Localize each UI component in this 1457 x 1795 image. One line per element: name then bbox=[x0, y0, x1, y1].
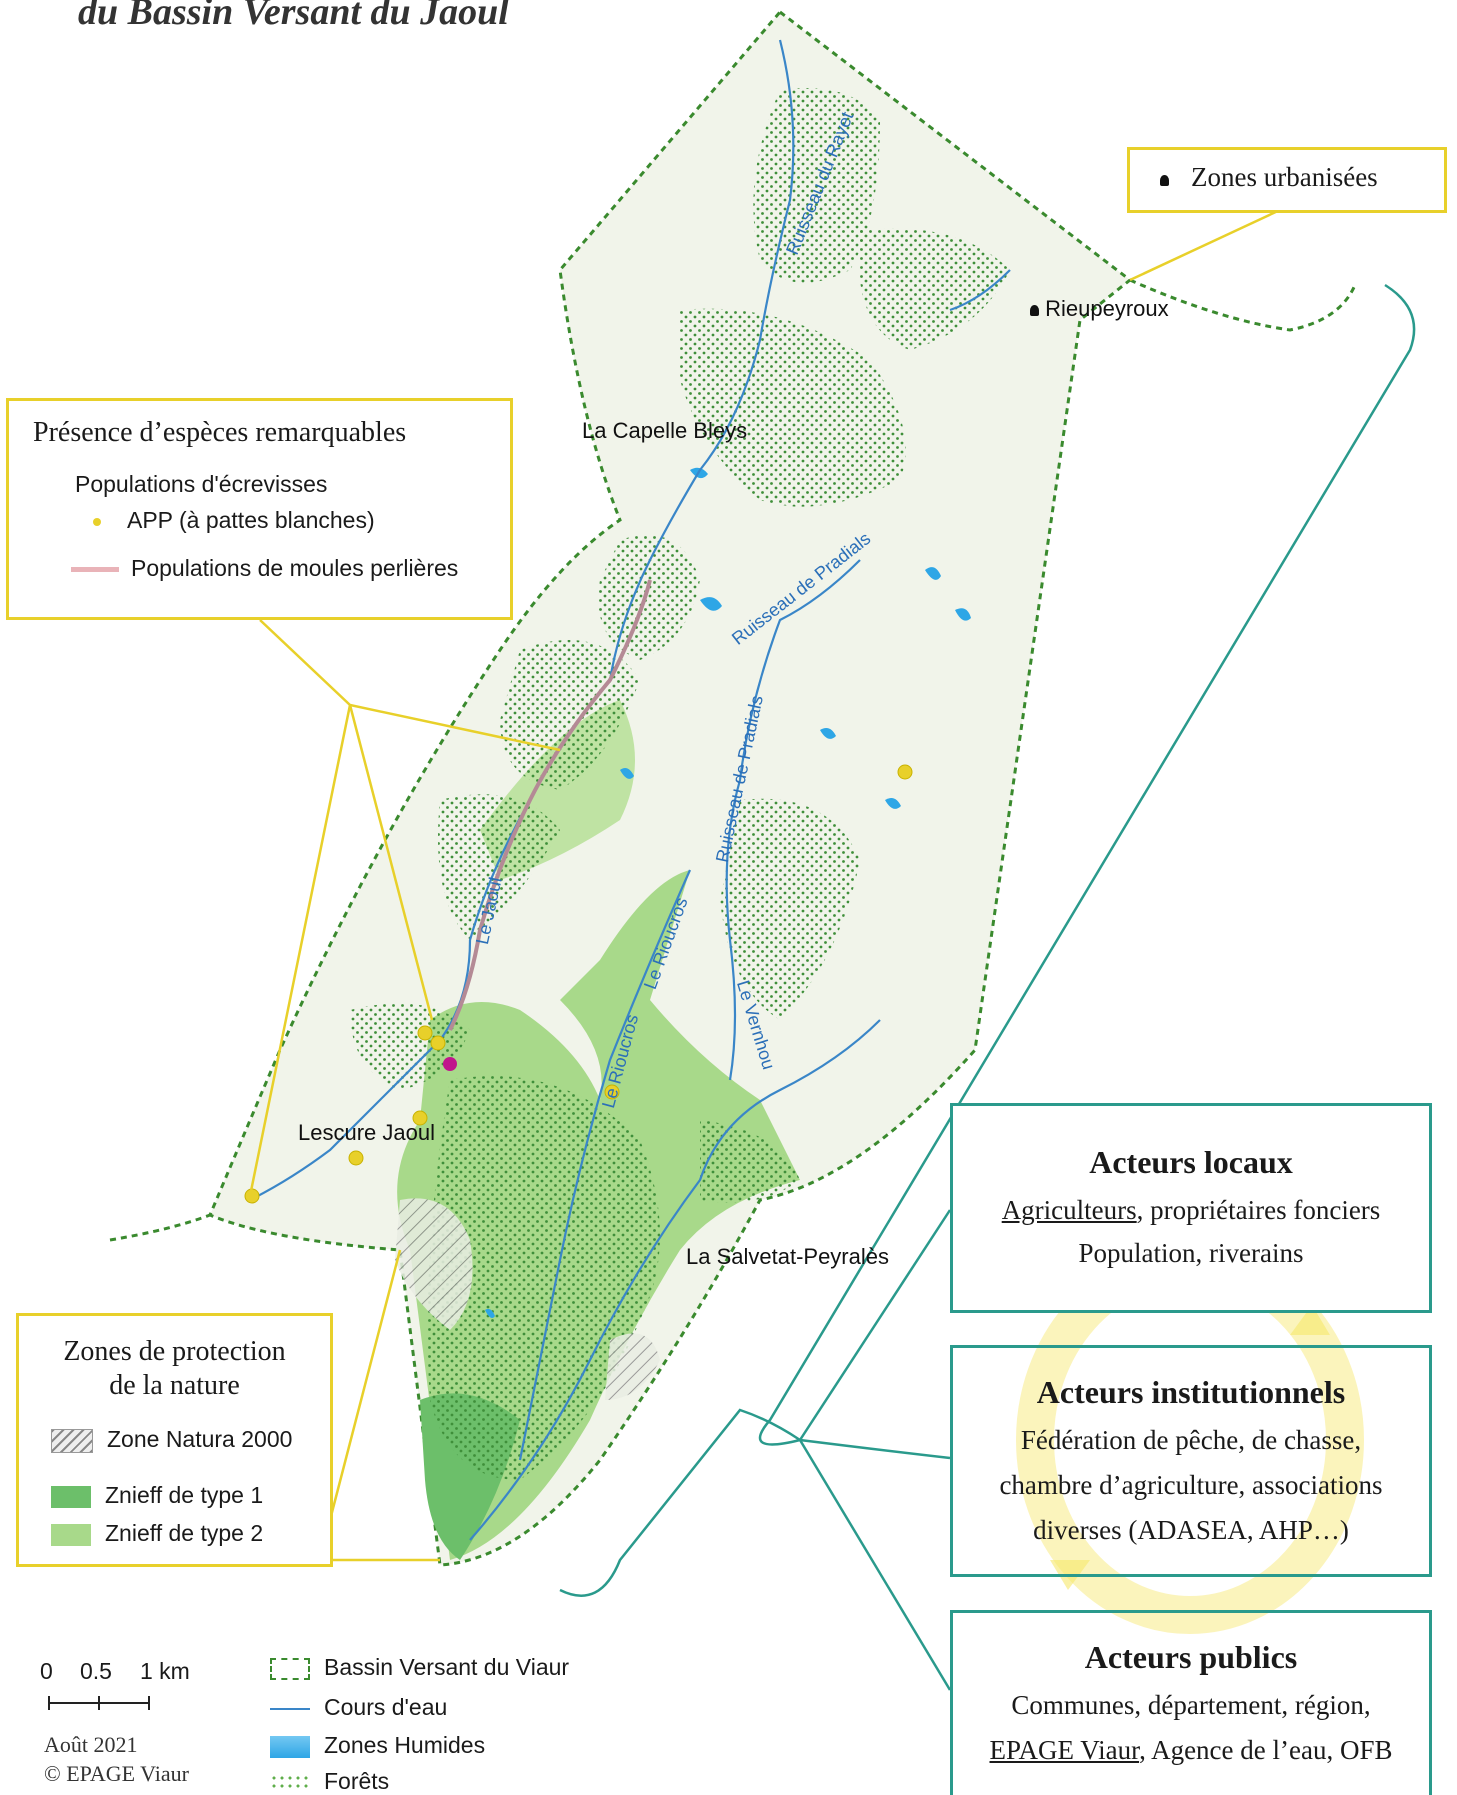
natura-label: Zone Natura 2000 bbox=[107, 1426, 293, 1452]
natura-row: Zone Natura 2000 bbox=[51, 1426, 292, 1453]
teal-brace bbox=[559, 283, 1416, 1691]
town-name: La Salvetat-Peyralès bbox=[686, 1244, 889, 1269]
znieff1-row: Znieff de type 1 bbox=[51, 1482, 263, 1509]
urban-label: Zones urbanisées bbox=[1191, 162, 1378, 192]
legend-bassin-row: Bassin Versant du Viaur bbox=[270, 1654, 569, 1681]
urban-legend-box: Zones urbanisées bbox=[1127, 147, 1447, 213]
yellow-leaders bbox=[248, 208, 1281, 1562]
town-lescure: Lescure Jaoul bbox=[298, 1120, 435, 1146]
actors-local-line1: Agriculteurs, propriétaires fonciers bbox=[953, 1195, 1429, 1226]
crayfish-point bbox=[412, 1110, 428, 1126]
legend-forets-label: Forêts bbox=[324, 1768, 390, 1794]
town-salvetat: La Salvetat-Peyralès bbox=[686, 1244, 889, 1270]
actors-local-box: Acteurs locaux Agriculteurs, propriétair… bbox=[950, 1103, 1432, 1313]
scale-label-1km: 1 km bbox=[140, 1658, 190, 1684]
legend-humides-row: Zones Humides bbox=[270, 1732, 485, 1759]
legend-humides-label: Zones Humides bbox=[324, 1732, 486, 1758]
protection-title-2: de la nature bbox=[109, 1370, 240, 1401]
credit-date: Août 2021 bbox=[44, 1732, 138, 1757]
scale-tick bbox=[98, 1696, 100, 1710]
town-name: La Capelle Bleys bbox=[582, 418, 748, 443]
legend-cours-label: Cours d'eau bbox=[324, 1694, 448, 1720]
actors-public-box: Acteurs publics Communes, département, r… bbox=[950, 1610, 1432, 1795]
actors-local-line2: Population, riverains bbox=[1078, 1238, 1304, 1268]
actors-institutional-line2: chambre d’agriculture, associations bbox=[999, 1470, 1383, 1500]
map-title: du Bassin Versant du Jaoul bbox=[78, 0, 509, 33]
le-vernhou bbox=[469, 1019, 881, 1541]
legend-bassin-label: Bassin Versant du Viaur bbox=[324, 1654, 570, 1680]
znieff2-label: Znieff de type 2 bbox=[105, 1520, 264, 1546]
scale-label-0: 0 bbox=[40, 1658, 53, 1684]
actors-public-line1: Communes, département, région, bbox=[1011, 1690, 1371, 1720]
znieff2-row: Znieff de type 2 bbox=[51, 1520, 263, 1547]
species-title: Présence d’espèces remarquables bbox=[33, 417, 407, 448]
znieff1-swatch-icon bbox=[51, 1485, 91, 1508]
app-row: APP (à pattes blanches) bbox=[93, 507, 375, 534]
legend-forets-row: Forêts bbox=[270, 1768, 389, 1795]
app-label: APP (à pattes blanches) bbox=[127, 507, 375, 533]
mussel-line-icon bbox=[71, 567, 119, 573]
cours-swatch-icon bbox=[270, 1707, 310, 1710]
jaoul-basin bbox=[208, 9, 1133, 1567]
bassin-swatch-icon bbox=[270, 1657, 310, 1680]
mussel-label: Populations de moules perlières bbox=[131, 555, 459, 581]
mussel-population-line bbox=[448, 579, 652, 1031]
actors-institutional-box: Acteurs institutionnels Fédération de pê… bbox=[950, 1345, 1432, 1577]
wetlands bbox=[485, 467, 971, 1318]
scale-tick bbox=[148, 1696, 150, 1710]
actors-institutional-line3: diverses (ADASEA, AHP…) bbox=[1033, 1515, 1349, 1545]
crayfish-point bbox=[430, 1035, 446, 1051]
actors-institutional-title: Acteurs institutionnels bbox=[1036, 1374, 1346, 1410]
actors-public-line2-rest: , Agence de l’eau, OFB bbox=[1139, 1735, 1393, 1765]
forets-swatch-icon bbox=[270, 1773, 310, 1792]
credit-copyright: © EPAGE Viaur bbox=[44, 1761, 189, 1786]
town-icon bbox=[1160, 175, 1169, 186]
actors-local-line1-rest: , propriétaires fonciers bbox=[1136, 1195, 1381, 1225]
crayfish-point bbox=[604, 1084, 620, 1100]
tributary-east bbox=[949, 269, 1011, 312]
town-capelle: La Capelle Bleys bbox=[582, 418, 747, 444]
town-icon bbox=[1030, 305, 1039, 316]
natura-swatch-icon bbox=[51, 1428, 93, 1453]
crayfish-point bbox=[417, 1025, 433, 1041]
ruisseau-de-pradials bbox=[725, 559, 861, 1081]
mussel-row: Populations de moules perlières bbox=[71, 555, 458, 582]
protection-title-1: Zones de protection bbox=[63, 1336, 286, 1367]
scale-label-05: 0.5 bbox=[80, 1658, 112, 1684]
crayfish-dot-icon bbox=[93, 517, 101, 526]
natura2000-zone bbox=[395, 1198, 473, 1330]
znieff1-label: Znieff de type 1 bbox=[105, 1482, 264, 1508]
viaur-basin-boundary-right bbox=[1129, 278, 1357, 332]
town-rieupeyroux: Rieupeyroux bbox=[1030, 296, 1169, 322]
actors-local-title: Acteurs locaux bbox=[1089, 1144, 1293, 1180]
town-name: Rieupeyroux bbox=[1045, 296, 1169, 321]
protection-legend-box: Zones de protection de la nature Zone Na… bbox=[16, 1313, 333, 1567]
znieff2-swatch-icon bbox=[51, 1523, 91, 1546]
crayfish-point bbox=[897, 764, 913, 780]
crayfish-points bbox=[244, 764, 913, 1204]
ruisseau-du-rayet bbox=[649, 39, 795, 561]
town-name: Lescure Jaoul bbox=[298, 1120, 435, 1145]
scale-tick bbox=[48, 1696, 50, 1710]
actors-public-line2: EPAGE Viaur, Agence de l’eau, OFB bbox=[953, 1735, 1429, 1766]
epage-link: EPAGE Viaur bbox=[989, 1735, 1140, 1765]
viaur-basin-boundary-left bbox=[109, 1213, 211, 1242]
crayfish-subtitle: Populations d'écrevisses bbox=[75, 471, 328, 497]
actors-public-title: Acteurs publics bbox=[1084, 1639, 1298, 1675]
urban-legend-row: Zones urbanisées bbox=[1160, 162, 1378, 193]
natura2000-zone-2 bbox=[605, 1333, 660, 1400]
special-site-point bbox=[443, 1057, 457, 1071]
species-legend-box: Présence d’espèces remarquables Populati… bbox=[6, 398, 513, 620]
actors-institutional-line1: Fédération de pêche, de chasse, bbox=[1020, 1425, 1362, 1455]
humides-swatch-icon bbox=[270, 1735, 310, 1758]
legend-cours-row: Cours d'eau bbox=[270, 1694, 447, 1721]
farmers-link: Agriculteurs bbox=[1001, 1195, 1137, 1225]
cycle-arrow-top bbox=[1290, 1305, 1330, 1335]
crayfish-point bbox=[348, 1150, 364, 1166]
le-rioucros bbox=[518, 869, 692, 1461]
scale-bar: 0 0.5 1 km bbox=[40, 1658, 210, 1718]
